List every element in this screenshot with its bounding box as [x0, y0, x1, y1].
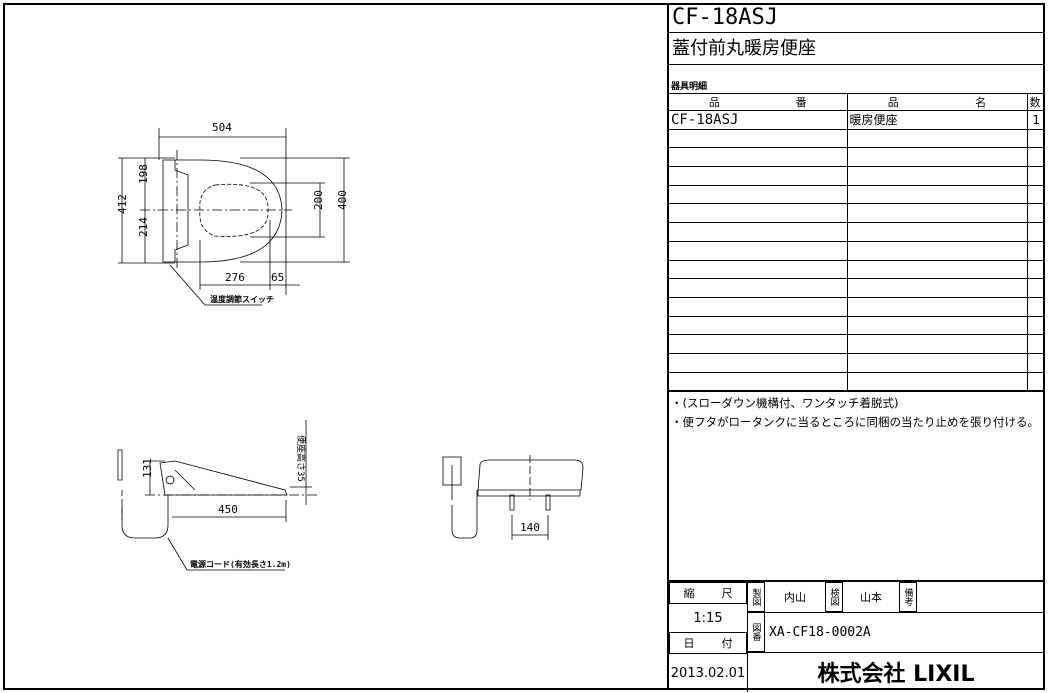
svg-text:温度調節スイッチ: 温度調節スイッチ	[210, 294, 274, 304]
parts-caption: 器具明細	[671, 82, 708, 92]
header-name: 名	[975, 96, 987, 109]
notes: ・(スローダウン機構付、ワンタッチ着脱式) ・便フタがロータンクに当るところに同…	[669, 391, 1045, 581]
date-value: 2013.02.01	[670, 665, 746, 681]
table-row	[669, 334, 1045, 354]
table-row	[669, 128, 1045, 149]
table-row: CF-18ASJ 暖房便座 1	[669, 110, 1045, 130]
svg-text:276: 276	[225, 271, 245, 284]
drawing-no-label: 図番	[747, 612, 765, 652]
technical-drawing: 504 412 198 214 200 400 276 65 温度調節スイッチ …	[116, 121, 584, 571]
drawn-by: 内山	[784, 591, 806, 604]
svg-text:450: 450	[218, 503, 238, 516]
remarks-label: 備考	[899, 582, 917, 612]
header-part: 品	[708, 96, 720, 109]
table-row	[669, 259, 1045, 280]
svg-text:131: 131	[141, 458, 154, 478]
svg-text:504: 504	[212, 121, 232, 134]
drawn-label: 製図	[747, 582, 765, 612]
title-panel: CF-18ASJ 蓋付前丸暖房便座 器具明細 品 番 品 名 数 CF-18ASJ …	[667, 3, 1045, 692]
drawing-number: XA-CF18-0002A	[769, 624, 871, 640]
table-row	[669, 296, 1045, 317]
side-view: 131 450 便座高さ35 電源コード(有効長さ1.2m)	[117, 420, 320, 571]
table-row	[669, 352, 1045, 373]
checked-by: 山本	[860, 591, 882, 604]
table-row	[669, 240, 1045, 261]
svg-text:140: 140	[520, 521, 540, 534]
table-row	[669, 147, 1045, 168]
title-block: 縮尺 1:15 日付 2013.02.01 製図 内山 検図 山本 備考 図番 …	[669, 580, 1045, 692]
note: ・(スローダウン機構付、ワンタッチ着脱式)	[671, 396, 899, 411]
table-row	[669, 203, 1045, 224]
svg-text:198: 198	[137, 164, 150, 184]
model-number: CF-18ASJ	[669, 3, 1045, 33]
svg-text:200: 200	[312, 190, 325, 210]
table-header: 品番 品名 数	[669, 93, 1045, 111]
top-view: 504 412 198 214 200 400 276 65 温度調節スイッチ	[116, 121, 350, 306]
table-row	[669, 222, 1045, 242]
scale-label: 縮尺	[669, 582, 747, 604]
table-row	[669, 184, 1045, 205]
header-qty: 数	[1026, 93, 1045, 111]
svg-text:65: 65	[271, 271, 284, 284]
header-part2: 品	[887, 96, 899, 109]
svg-text:214: 214	[137, 217, 150, 237]
product-name: 蓋付前丸暖房便座	[669, 33, 1045, 65]
front-view: 140	[442, 455, 584, 540]
date-label: 日付	[669, 632, 747, 654]
scale-value: 1:15	[693, 610, 723, 626]
parts-table: 品 番 品 名 数 CF-18ASJ 暖房便座 1	[669, 93, 1045, 392]
header-number: 番	[795, 96, 807, 109]
table-row	[669, 371, 1045, 392]
checked-label: 検図	[825, 582, 843, 612]
table-row	[669, 315, 1045, 336]
table-row	[669, 166, 1045, 186]
svg-text:便座高さ35: 便座高さ35	[295, 435, 307, 482]
svg-text:電源コード(有効長さ1.2m): 電源コード(有効長さ1.2m)	[190, 559, 291, 569]
part-qty: 1	[1026, 110, 1045, 130]
part-code: CF-18ASJ	[669, 110, 848, 130]
svg-text:412: 412	[116, 194, 129, 214]
company-logo: 株式会社 LIXIL	[817, 662, 975, 687]
table-row	[669, 278, 1045, 298]
note: ・便フタがロータンクに当るところに同梱の当たり止めを張り付ける。	[671, 415, 1039, 430]
part-name: 暖房便座	[846, 110, 1028, 130]
svg-text:400: 400	[336, 190, 349, 210]
